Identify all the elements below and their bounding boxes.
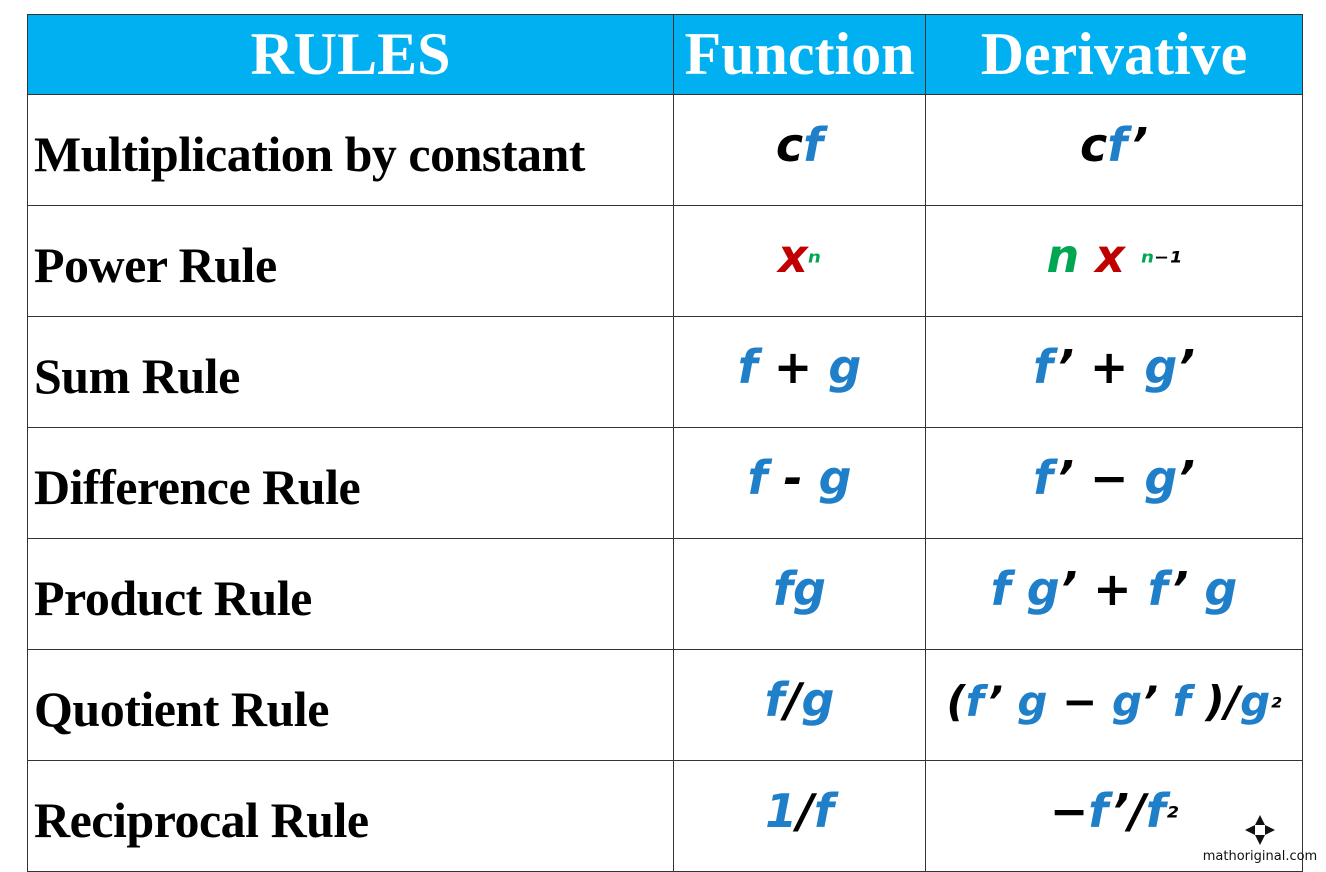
function-cell: cf <box>673 94 926 206</box>
derivative-cell: n x ⁿ⁻¹ <box>925 205 1303 317</box>
watermark: mathoriginal.com <box>1200 813 1320 864</box>
derivative-expression: −f’/f² <box>1049 784 1179 838</box>
derivative-expression: f’ − g’ <box>1033 451 1195 505</box>
derivative-cell: −f’/f² <box>925 760 1303 872</box>
table-row: Difference Rule f - g f’ − g’ <box>27 427 1303 539</box>
rule-name: Product Rule <box>27 538 674 650</box>
function-cell: f + g <box>673 316 926 428</box>
table-row: Reciprocal Rule 1/f −f’/f² <box>27 760 1303 872</box>
header-function: Function <box>673 14 926 95</box>
table-row: Multiplication by constant cf cf’ <box>27 94 1303 206</box>
rule-name: Power Rule <box>27 205 674 317</box>
header-row: RULES Function Derivative <box>27 14 1303 95</box>
function-cell: f/g <box>673 649 926 761</box>
rule-name: Quotient Rule <box>27 649 674 761</box>
function-expression: fg <box>773 562 826 616</box>
rule-name: Difference Rule <box>27 427 674 539</box>
table-row: Product Rule fg f g’ + f’ g <box>27 538 1303 650</box>
derivative-expression: n x ⁿ⁻¹ <box>1046 229 1182 283</box>
derivative-rules-table: RULES Function Derivative Multiplication… <box>27 14 1303 872</box>
function-cell: 1/f <box>673 760 926 872</box>
function-expression: f - g <box>747 451 852 505</box>
table-row: Power Rule xⁿ n x ⁿ⁻¹ <box>27 205 1303 317</box>
table-row: Sum Rule f + g f’ + g’ <box>27 316 1303 428</box>
watermark-text: mathoriginal.com <box>1202 849 1318 864</box>
pinwheel-logo-icon <box>1245 815 1275 845</box>
derivative-expression: f g’ + f’ g <box>990 562 1238 616</box>
function-expression: 1/f <box>765 784 834 838</box>
header-rules: RULES <box>27 14 674 95</box>
function-expression: xⁿ <box>778 229 821 283</box>
derivative-cell: f’ + g’ <box>925 316 1303 428</box>
rule-name: Multiplication by constant <box>27 94 674 206</box>
derivative-expression: cf’ <box>1080 118 1148 172</box>
table-row: Quotient Rule f/g (f’ g − g’ f )/g² <box>27 649 1303 761</box>
function-expression: f/g <box>764 673 835 727</box>
rule-name: Sum Rule <box>27 316 674 428</box>
derivative-cell: (f’ g − g’ f )/g² <box>925 649 1303 761</box>
header-derivative: Derivative <box>925 14 1303 95</box>
derivative-cell: cf’ <box>925 94 1303 206</box>
derivative-cell: f’ − g’ <box>925 427 1303 539</box>
function-expression: cf <box>775 118 824 172</box>
derivative-expression: (f’ g − g’ f )/g² <box>946 677 1282 726</box>
derivative-expression: f’ + g’ <box>1033 340 1195 394</box>
function-cell: f - g <box>673 427 926 539</box>
function-cell: xⁿ <box>673 205 926 317</box>
rule-name: Reciprocal Rule <box>27 760 674 872</box>
function-expression: f + g <box>737 340 862 394</box>
function-cell: fg <box>673 538 926 650</box>
derivative-cell: f g’ + f’ g <box>925 538 1303 650</box>
